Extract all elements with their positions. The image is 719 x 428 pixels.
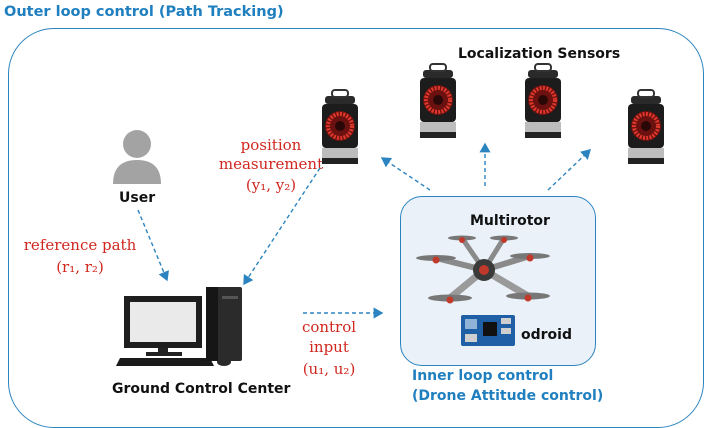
odroid-board-icon — [461, 315, 515, 346]
sensor-icon-2 — [418, 62, 458, 140]
control-vars: (u₁, u₂) — [302, 360, 356, 378]
inner-loop-label: Inner loop control — [412, 368, 554, 384]
outer-loop-title: Outer loop control (Path Tracking) — [4, 4, 284, 20]
position-label-line2: measurement — [218, 155, 324, 173]
arrow-multirotor-to-sensor3 — [547, 149, 592, 191]
user-icon — [113, 130, 161, 184]
multirotor-icon — [416, 235, 550, 304]
control-label-line2: input — [309, 338, 349, 356]
position-label-line1: position — [240, 136, 302, 154]
sensor-icon-1 — [320, 88, 360, 166]
odroid-label: odroid — [521, 327, 572, 343]
multirotor-label: Multirotor — [470, 213, 550, 229]
reference-label: reference path — [23, 236, 137, 254]
arrow-sensor-to-ground — [243, 167, 321, 286]
reference-vars: (r₁, r₂) — [56, 258, 104, 276]
arrow-user-to-ground — [137, 209, 169, 282]
ground-control-label: Ground Control Center — [112, 381, 291, 397]
computer-icon — [116, 287, 242, 366]
user-label: User — [119, 190, 156, 206]
position-vars: (y₁, y₂) — [245, 176, 297, 194]
control-label-line1: control — [301, 318, 357, 336]
sensor-icon-3 — [523, 62, 563, 140]
inner-loop-sublabel: (Drone Attitude control) — [412, 388, 604, 404]
sensor-icon-4 — [626, 88, 666, 166]
localization-sensors-label: Localization Sensors — [458, 46, 621, 62]
arrow-multirotor-to-sensor1 — [380, 157, 431, 191]
diagram-graphics — [113, 62, 666, 366]
